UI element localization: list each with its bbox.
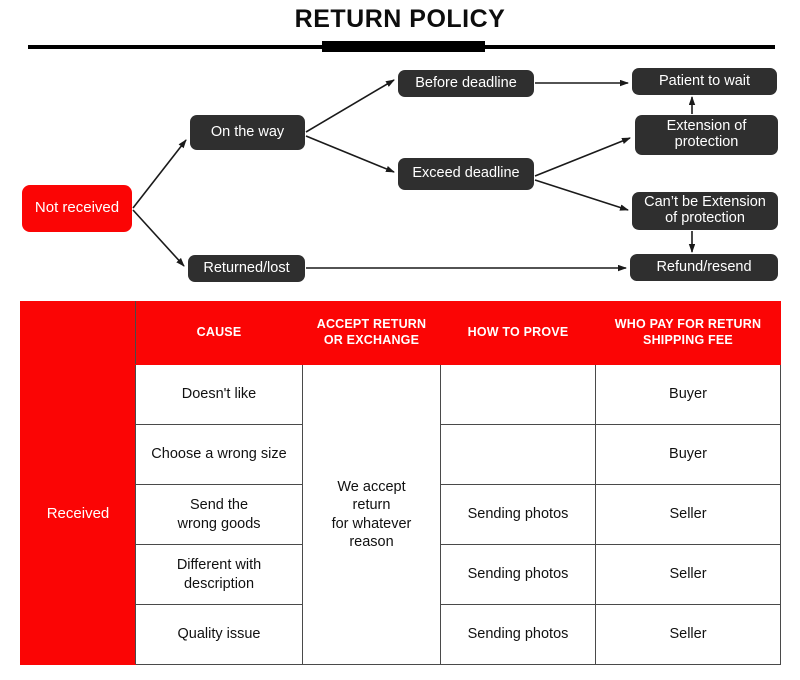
cell-who-pays: Seller	[595, 484, 781, 545]
cell-cause: Send the wrong goods	[135, 484, 303, 545]
flow-node-not-received[interactable]: Not received	[22, 185, 132, 232]
edge-exceed-deadline-to-extension	[534, 137, 631, 177]
cell-how-to-prove: Sending photos	[440, 484, 596, 545]
cell-how-to-prove	[440, 364, 596, 425]
cell-how-to-prove: Sending photos	[440, 544, 596, 605]
flow-node-label: Extension of protection	[666, 118, 747, 150]
edge-on-the-way-to-before-deadline	[305, 79, 395, 133]
header-how-to-prove: HOW TO PROVE	[440, 301, 596, 365]
cell-how-to-prove: Sending photos	[440, 604, 596, 665]
flow-node-label: Exceed deadline	[412, 165, 520, 182]
edge-exceed-deadline-to-cant-be-extension	[534, 179, 629, 211]
flow-connectors	[132, 79, 696, 272]
header-who-pay-for-return-shipping-fee: WHO PAY FOR RETURN SHIPPING FEE	[595, 301, 781, 365]
flow-node-label: Can’t be Extension of protection	[644, 194, 766, 226]
table-header-row: CAUSE ACCEPT RETURN OR EXCHANGE HOW TO P…	[20, 301, 781, 365]
cell-who-pays: Seller	[595, 544, 781, 605]
cell-who-pays: Buyer	[595, 364, 781, 425]
flow-node-patient-to-wait[interactable]: Patient to wait	[632, 68, 777, 95]
row-group-received: Received	[20, 364, 136, 665]
cell-cause: Choose a wrong size	[135, 424, 303, 485]
cell-cause: Doesn't like	[135, 364, 303, 425]
flow-node-before-deadline[interactable]: Before deadline	[398, 70, 534, 97]
flow-node-label: Patient to wait	[658, 72, 751, 89]
cell-who-pays: Buyer	[595, 424, 781, 485]
edge-on-the-way-to-exceed-deadline	[305, 135, 395, 173]
title-divider-accent	[322, 41, 485, 52]
cell-cause: Different with description	[135, 544, 303, 605]
edge-not-received-to-on-the-way	[132, 139, 187, 209]
cell-who-pays: Seller	[595, 604, 781, 665]
cell-accept-return: We accept return for whatever reason	[302, 364, 441, 665]
flow-node-exceed-deadline[interactable]: Exceed deadline	[398, 158, 534, 190]
flow-node-label: Refund/resend	[656, 258, 752, 275]
page-title: RETURN POLICY	[294, 5, 506, 33]
flow-node-label: Returned/lost	[203, 259, 290, 276]
flow-node-on-the-way[interactable]: On the way	[190, 115, 305, 150]
flow-node-label: Before deadline	[415, 74, 517, 91]
edge-not-received-to-returned-lost	[132, 209, 185, 267]
table-row: Different with description Sending photo…	[21, 544, 781, 605]
return-flow-diagram: Not received On the way Returned/lost Be…	[0, 58, 800, 293]
flow-node-refund-resend[interactable]: Refund/resend	[630, 254, 778, 281]
flow-node-label: On the way	[210, 123, 285, 140]
title-block: RETURN POLICY	[0, 0, 800, 58]
return-policy-table: CAUSE ACCEPT RETURN OR EXCHANGE HOW TO P…	[20, 301, 781, 665]
cell-cause: Quality issue	[135, 604, 303, 665]
flow-node-label: Not received	[34, 199, 120, 217]
flow-node-extension-of-protection[interactable]: Extension of protection	[635, 115, 778, 155]
table-row: Received Doesn't like We accept return f…	[20, 364, 781, 665]
header-corner	[20, 301, 136, 365]
table-row: Send the wrong goods Sending photos Sell…	[21, 484, 781, 545]
cell-how-to-prove	[440, 424, 596, 485]
header-accept-return-or-exchange: ACCEPT RETURN OR EXCHANGE	[302, 301, 441, 365]
header-cause: CAUSE	[135, 301, 303, 365]
flow-node-cant-be-extension[interactable]: Can’t be Extension of protection	[632, 192, 778, 230]
table-row: Quality issue Sending photos Seller	[21, 604, 781, 665]
flow-node-returned-lost[interactable]: Returned/lost	[188, 255, 305, 282]
